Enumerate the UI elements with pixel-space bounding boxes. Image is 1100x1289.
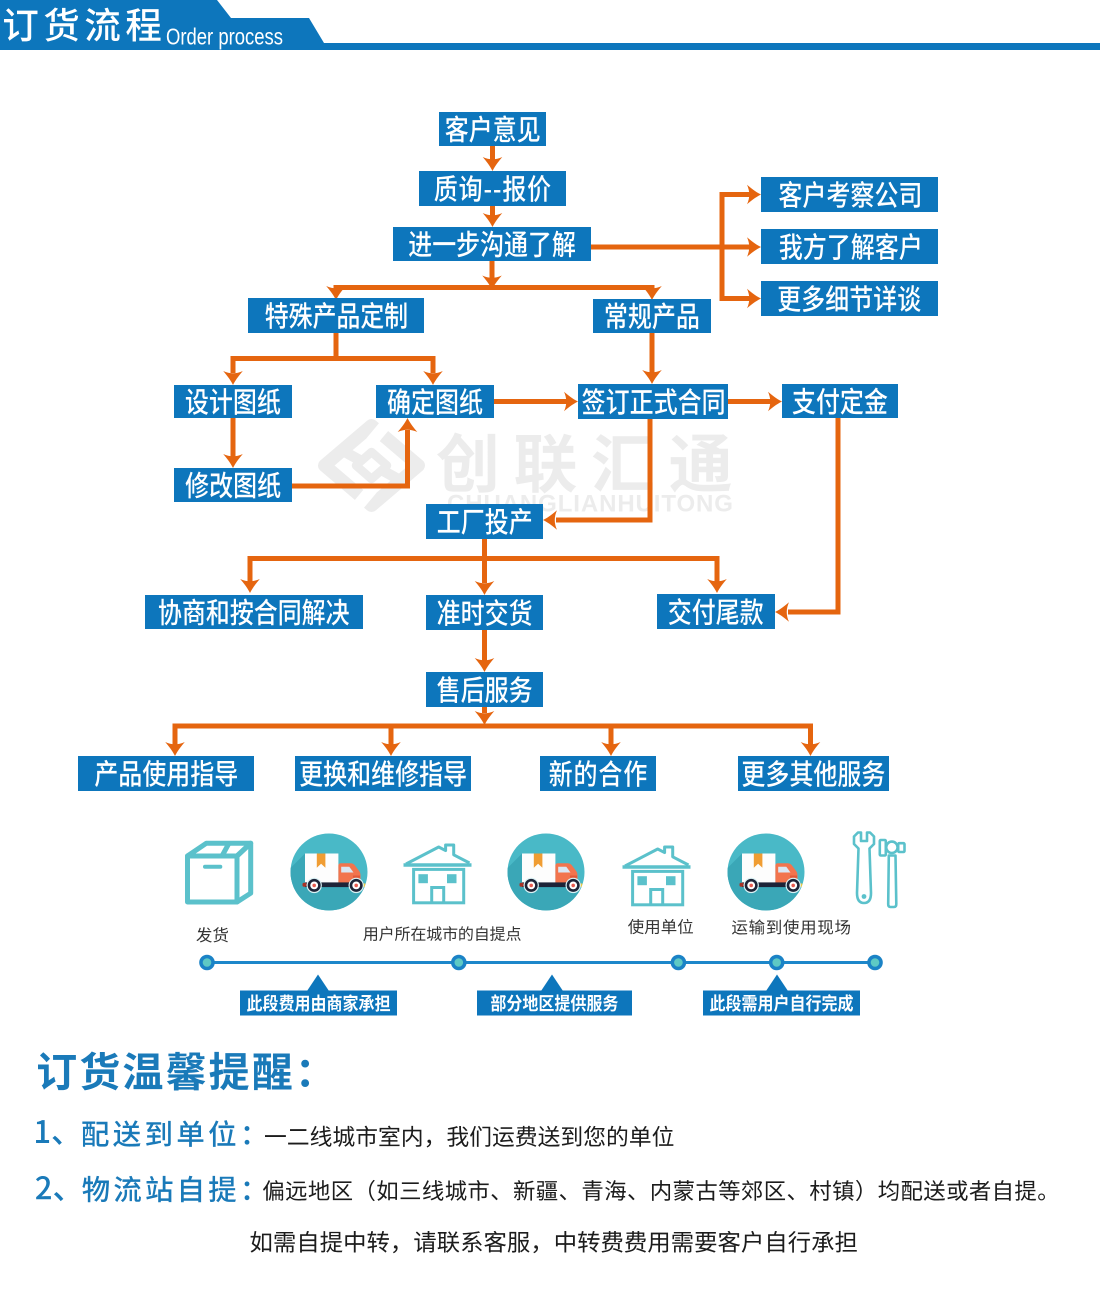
svg-text:Order process: Order process bbox=[166, 24, 283, 50]
